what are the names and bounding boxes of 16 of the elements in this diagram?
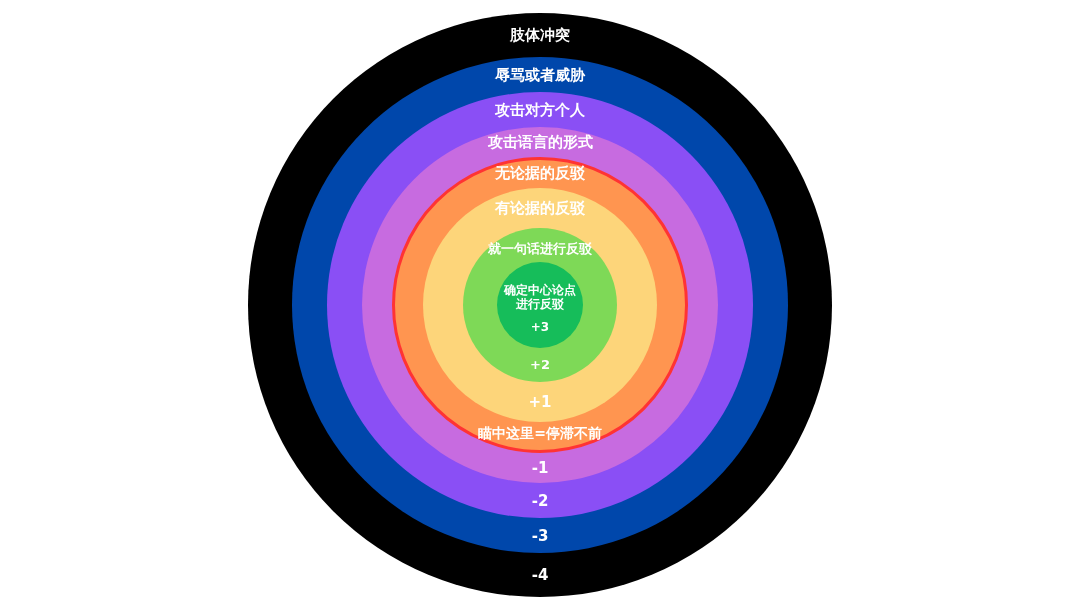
- ring-label: -3: [531, 526, 549, 545]
- ring-label: -1: [531, 459, 549, 477]
- ring-label: 瞄中这里=停滞不前: [478, 424, 602, 441]
- ring-label: 肢体冲突: [510, 26, 570, 44]
- ring-label: +2: [530, 357, 550, 373]
- ring-label: 无论据的反驳: [495, 163, 585, 182]
- ring-label: 确定中心论点进行反驳: [504, 282, 576, 312]
- ring-label: +3: [530, 319, 550, 335]
- ring-label: +1: [528, 393, 552, 411]
- ring-label: 就一句话进行反驳: [488, 241, 592, 257]
- ring-label: -4: [531, 566, 549, 584]
- ring-label: 有论据的反驳: [495, 199, 585, 217]
- ring-label: 辱骂或者威胁: [495, 65, 585, 84]
- ring-label: -2: [531, 491, 549, 510]
- ring-label: 攻击对方个人: [495, 100, 585, 119]
- ring-label: 攻击语言的形式: [487, 133, 593, 151]
